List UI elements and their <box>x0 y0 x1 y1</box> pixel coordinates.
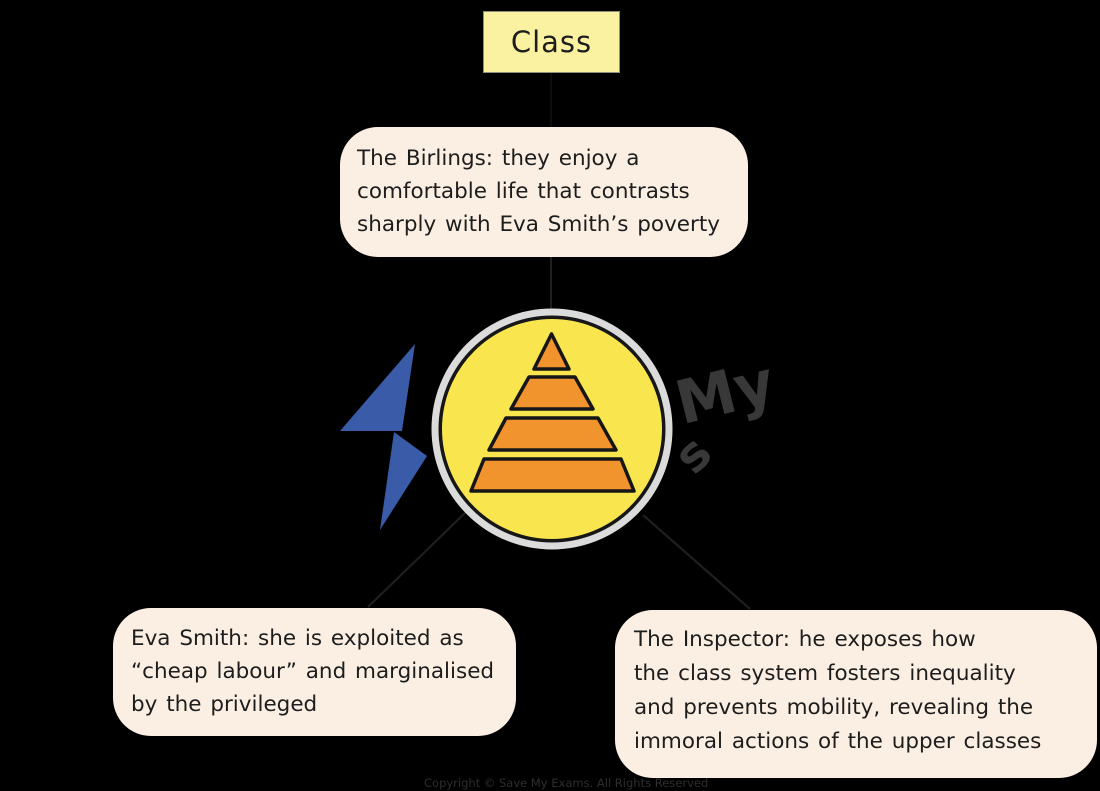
bubble-line: immoral actions of the upper classes <box>634 729 1042 754</box>
bubble-line: The Birlings: they enjoy a <box>357 146 640 171</box>
diagram-title-label: Class <box>510 25 593 59</box>
bubble-line: the class system fosters inequality <box>634 661 1016 686</box>
bubble-birlings: The Birlings: they enjoy a comfortable l… <box>340 127 748 257</box>
pyramid-badge-icon <box>431 308 673 550</box>
connector-right-line <box>642 514 751 610</box>
bubble-eva-smith: Eva Smith: she is exploited as “cheap la… <box>113 608 516 736</box>
pyramid-tier-2 <box>509 375 595 411</box>
pyramid-tier-3 <box>487 416 618 452</box>
bubble-line: and prevents mobility, revealing the <box>634 695 1034 720</box>
badge-ring <box>431 308 673 550</box>
bubble-inspector: The Inspector: he exposes how the class … <box>615 610 1097 778</box>
bubble-line: comfortable life that contrasts <box>357 179 690 204</box>
bubble-line: The Inspector: he exposes how <box>634 627 976 652</box>
bubble-line: Eva Smith: she is exploited as <box>131 626 464 651</box>
bubble-line: “cheap labour” and marginalised <box>131 659 495 684</box>
copyright-footer: Copyright © Save My Exams. All Rights Re… <box>424 776 709 790</box>
bubble-line: sharply with Eva Smith’s poverty <box>357 212 721 237</box>
lightning-bolt-icon <box>340 344 427 530</box>
four-tier-pyramid-icon <box>469 332 636 493</box>
pyramid-tier-1 <box>532 332 571 371</box>
bubble-line: by the privileged <box>131 692 318 717</box>
lightning-bolt-upper <box>340 344 415 431</box>
diagram-title-box: Class <box>483 11 620 73</box>
lightning-bolt-lower <box>380 432 427 530</box>
connector-left-line <box>367 511 467 608</box>
pyramid-tier-4 <box>469 457 636 493</box>
